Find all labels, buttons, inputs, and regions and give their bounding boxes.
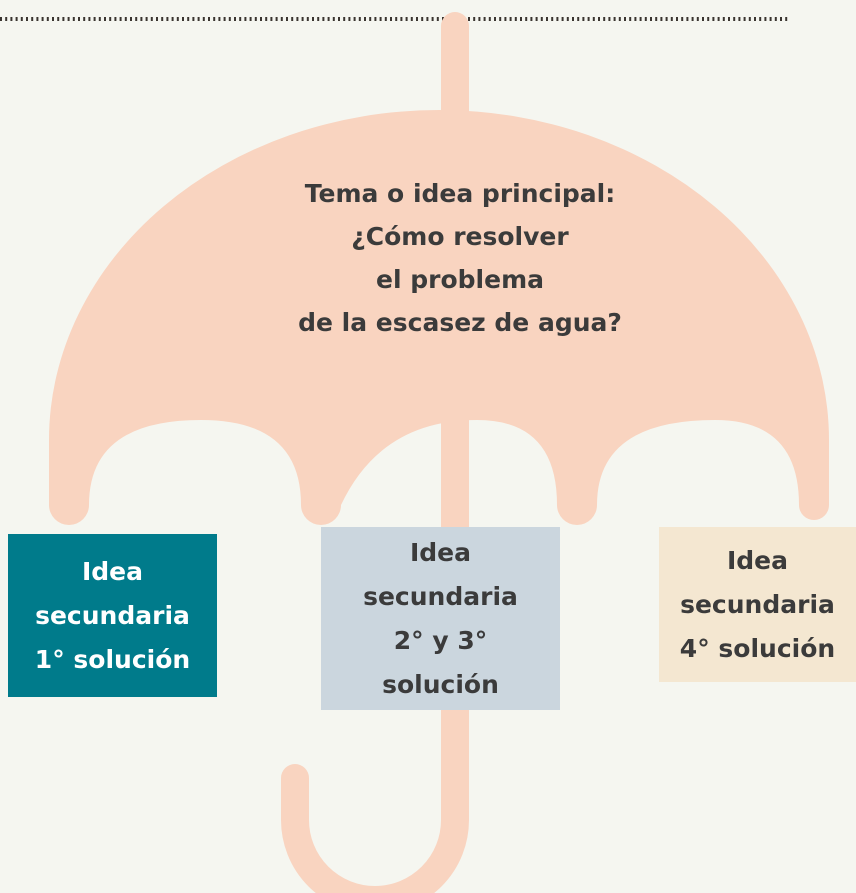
secondary-idea-1-line-2: secundaria: [35, 600, 190, 630]
secondary-idea-2: Idea secundaria 2° y 3° solución: [321, 527, 560, 710]
idea-box-1-bg: [8, 534, 217, 697]
secondary-idea-2-line-4: solución: [382, 669, 499, 699]
main-topic: Tema o idea principal: ¿Cómo resolver el…: [260, 172, 660, 344]
main-topic-line-1: Tema o idea principal:: [304, 179, 616, 208]
main-topic-line-4: de la escasez de agua?: [298, 308, 622, 337]
idea-box-3-bg: [659, 527, 856, 682]
secondary-idea-3-line-3: 4° solución: [679, 633, 836, 663]
main-topic-line-2: ¿Cómo resolver: [351, 222, 569, 251]
secondary-idea-2-line-2: secundaria: [363, 581, 518, 611]
secondary-idea-3: Idea secundaria 4° solución: [659, 527, 856, 682]
umbrella-canopy: [49, 110, 829, 525]
main-topic-line-3: el problema: [376, 265, 544, 294]
secondary-idea-2-line-3: 2° y 3°: [393, 625, 488, 655]
secondary-idea-3-line-1: Idea: [726, 545, 789, 575]
umbrella-handle: [281, 764, 469, 893]
idea-box-2-bg: [321, 527, 560, 710]
secondary-idea-2-line-1: Idea: [409, 537, 472, 567]
secondary-idea-1-line-3: 1° solución: [34, 644, 191, 674]
secondary-idea-3-line-2: secundaria: [680, 589, 835, 619]
secondary-idea-1-line-1: Idea: [81, 556, 144, 586]
secondary-idea-1: Idea secundaria 1° solución: [8, 534, 217, 697]
